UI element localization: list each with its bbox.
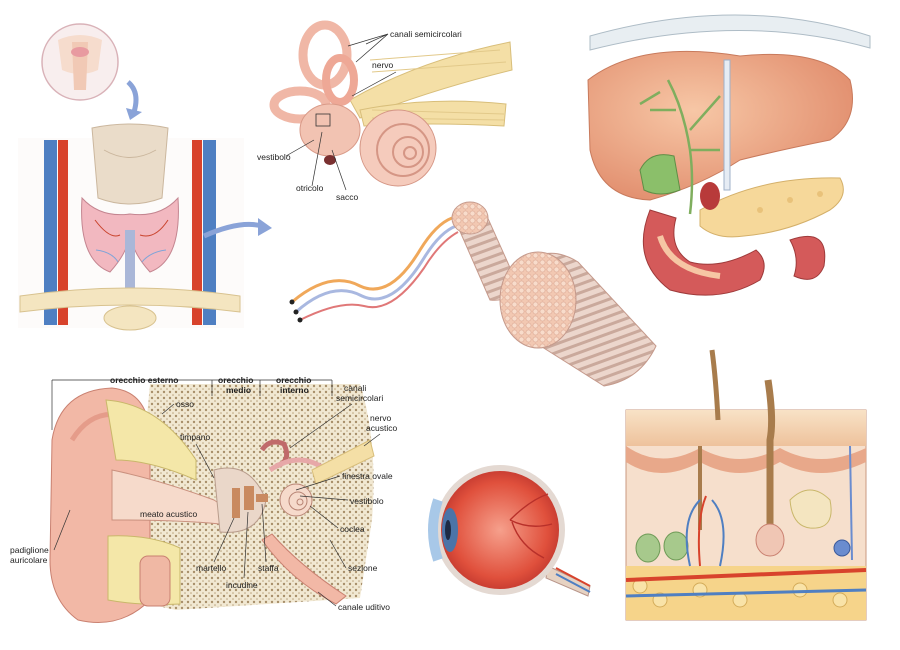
label-orecchio-esterno: orecchio esterno — [110, 375, 179, 385]
skin-section-illustration — [625, 349, 867, 621]
label-canali-semicircolari: canali semicircolari — [390, 29, 462, 39]
inner-ear-labels: canali semicircolari nervo vestibolo otr… — [257, 29, 462, 202]
label-incudine: incudine — [226, 580, 258, 590]
liver-pancreas-illustration — [587, 14, 871, 296]
label-sacco: sacco — [336, 192, 358, 202]
label-orecchio-medio-2: medio — [226, 385, 251, 395]
label-finestra-ovale: finestra ovale — [342, 471, 393, 481]
label-padiglione-2: auricolare — [10, 555, 48, 565]
label-orecchio-interno-1: orecchio — [276, 375, 311, 385]
eye-illustration — [428, 465, 591, 597]
muscle-fiber-illustration — [289, 201, 657, 387]
thyroid-illustration — [18, 23, 272, 331]
inner-ear-illustration — [269, 20, 513, 187]
label-vestibolo-ear: vestibolo — [350, 496, 384, 506]
label-meato-acustico: meato acustico — [140, 509, 197, 519]
label-coclea: coclea — [340, 524, 365, 534]
label-martello: martello — [196, 563, 227, 573]
label-osso: osso — [176, 399, 194, 409]
label-canale-uditivo: canale uditivo — [338, 602, 390, 612]
label-orecchio-medio-1: orecchio — [218, 375, 253, 385]
label-vestibolo: vestibolo — [257, 152, 291, 162]
ear-section-illustration — [49, 384, 375, 623]
label-nervo: nervo — [372, 60, 394, 70]
label-canali-2: semicircolari — [336, 393, 383, 403]
label-canali-1: canali — [344, 383, 366, 393]
label-sezione: sezione — [348, 563, 378, 573]
label-nervo-acustico-1: nervo — [370, 413, 392, 423]
label-padiglione-1: padiglione — [10, 545, 49, 555]
label-nervo-acustico-2: acustico — [366, 423, 397, 433]
label-orecchio-interno-2: interno — [280, 385, 309, 395]
ear-section-labels: orecchio esterno orecchio medio orecchio… — [10, 375, 397, 612]
label-timpano: timpano — [180, 432, 211, 442]
label-staffa: staffa — [258, 563, 279, 573]
label-otricolo: otricolo — [296, 183, 324, 193]
